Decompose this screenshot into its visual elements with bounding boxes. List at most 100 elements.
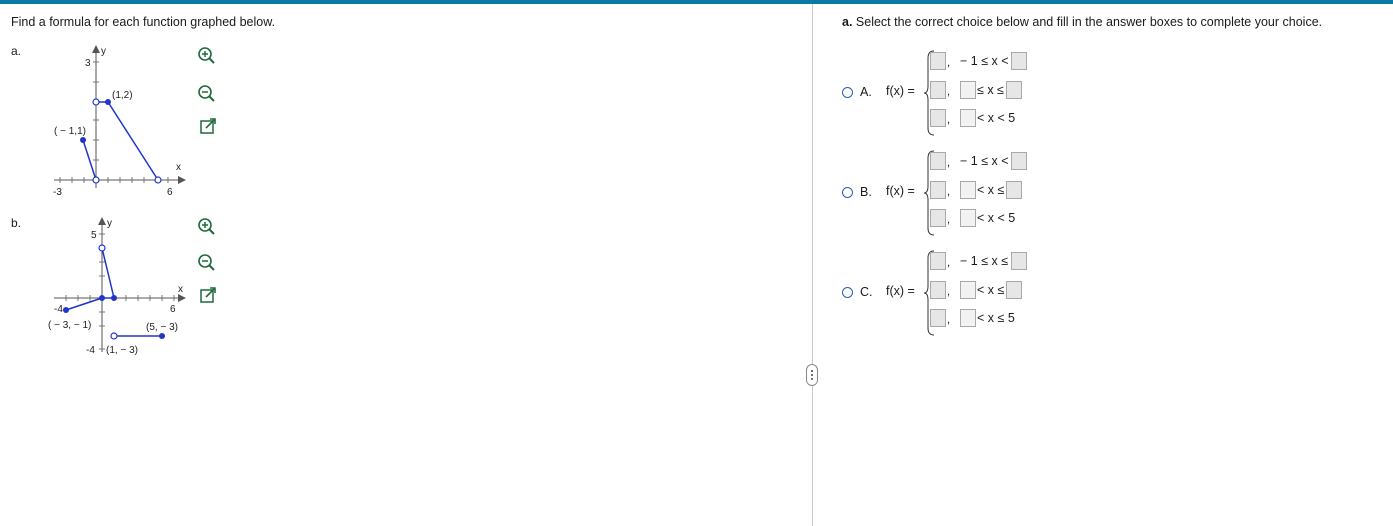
inequality-row-2: < x ≤ [977,183,1005,197]
x-axis-label: x [178,284,183,295]
inequality-row-2: ≤ x ≤ [977,83,1004,97]
inequality-row-2: < x ≤ [977,283,1005,297]
answer-box-bound-4[interactable] [960,109,976,127]
answer-box-bound-2[interactable] [960,81,976,99]
comma: , [947,314,951,326]
point-label: ( − 1,1) [54,126,86,137]
answer-box-bound-2[interactable] [960,281,976,299]
answer-box-expr-3[interactable] [930,209,946,227]
answer-box-expr-2[interactable] [930,281,946,299]
answer-box-expr-1[interactable] [930,52,946,70]
fx-label: f(x) = [886,84,915,98]
zoom-out-icon[interactable] [196,84,216,104]
panel-divider[interactable] [812,4,813,526]
point-label: (1,2) [112,90,133,101]
answer-box-expr-3[interactable] [930,309,946,327]
segment-1 [65,297,103,311]
answer-box-bound-1[interactable] [1011,152,1027,170]
answer-box-bound-1[interactable] [1011,52,1027,70]
open-point [154,176,162,184]
choice-a-radio[interactable] [842,87,853,98]
x-tick-label-pos: 6 [167,187,173,198]
comma: , [947,257,951,269]
answer-box-expr-2[interactable] [930,181,946,199]
y-tick-label: 5 [91,230,97,241]
y-axis-label: y [101,46,106,57]
answer-box-bound-3[interactable] [1006,81,1022,99]
comma: , [947,186,951,198]
inequality-row-1: − 1 ≤ x ≤ [960,254,1009,268]
instruction-text: Select the correct choice below and fill… [852,15,1323,29]
comma: , [947,57,951,69]
inequality-row-3: < x < 5 [977,211,1016,225]
choice-a-letter: A. [860,85,872,99]
answer-box-expr-1[interactable] [930,252,946,270]
top-accent-bar [0,0,1393,4]
open-point [110,332,118,340]
point-label: (5, − 3) [146,322,178,333]
x-axis-arrow [178,294,186,302]
part-b-label: b. [11,216,22,230]
instruction-part-label: a. [842,15,853,29]
zoom-in-icon[interactable] [196,217,216,237]
answer-instruction: a. Select the correct choice below and f… [842,15,1322,29]
y-axis-arrow [98,217,106,225]
answer-box-bound-4[interactable] [960,209,976,227]
choice-c-letter: C. [860,285,873,299]
segment-3 [101,247,115,299]
zoom-in-icon[interactable] [196,46,216,66]
y-tick-label: 3 [85,58,91,69]
closed-point [99,295,105,301]
choice-a[interactable]: A. f(x) = , − 1 ≤ x < , ≤ x ≤ , < x < 5 [842,46,1062,141]
x-tick-label-neg: -3 [53,187,62,198]
choice-b-radio[interactable] [842,187,853,198]
closed-point [80,137,86,143]
segment-3 [107,101,159,181]
x-tick-label-pos: 6 [170,304,176,315]
x-axis-label: x [176,162,181,173]
inequality-row-1: − 1 ≤ x < [960,54,1009,68]
segment-1 [82,139,97,181]
answer-box-expr-1[interactable] [930,152,946,170]
answer-box-bound-3[interactable] [1006,281,1022,299]
closed-point [63,307,69,313]
choice-b-letter: B. [860,185,872,199]
x-axis-arrow [178,176,186,184]
closed-point [159,333,165,339]
open-point [98,244,106,252]
answer-box-expr-2[interactable] [930,81,946,99]
x-tick-label-neg: -4 [54,304,63,315]
graph-b: y x 5 -4 -4 6 ( − 3, − 1) (5, − 3) (1, −… [40,212,200,367]
fx-label: f(x) = [886,284,915,298]
question-prompt: Find a formula for each function graphed… [11,15,276,29]
comma: , [947,157,951,169]
closed-point [105,99,111,105]
answer-box-bound-1[interactable] [1011,252,1027,270]
choice-c-radio[interactable] [842,287,853,298]
open-point [92,176,100,184]
piecewise-brace [924,50,935,136]
fx-label: f(x) = [886,184,915,198]
part-a-label: a. [11,44,22,58]
answer-box-expr-3[interactable] [930,109,946,127]
answer-box-bound-2[interactable] [960,181,976,199]
comma: , [947,114,951,126]
y-axis-arrow [92,45,100,53]
choice-c[interactable]: C. f(x) = , − 1 ≤ x ≤ , < x ≤ , < x ≤ 5 [842,246,1062,341]
graph-a: y x 3 -3 6 (1,2) ( − 1,1) [40,40,200,210]
zoom-out-icon[interactable] [196,253,216,273]
drag-handle-icon[interactable] [806,364,818,386]
comma: , [947,86,951,98]
open-point [92,98,100,106]
comma: , [947,286,951,298]
inequality-row-1: − 1 ≤ x < [960,154,1009,168]
inequality-row-3: < x ≤ 5 [977,311,1015,325]
answer-box-bound-3[interactable] [1006,181,1022,199]
popout-icon[interactable] [199,117,219,137]
choice-b[interactable]: B. f(x) = , − 1 ≤ x < , < x ≤ , < x < 5 [842,146,1062,241]
popout-icon[interactable] [199,286,219,306]
point-label: (1, − 3) [106,345,138,356]
comma: , [947,214,951,226]
point-label: ( − 3, − 1) [48,320,91,331]
answer-box-bound-4[interactable] [960,309,976,327]
